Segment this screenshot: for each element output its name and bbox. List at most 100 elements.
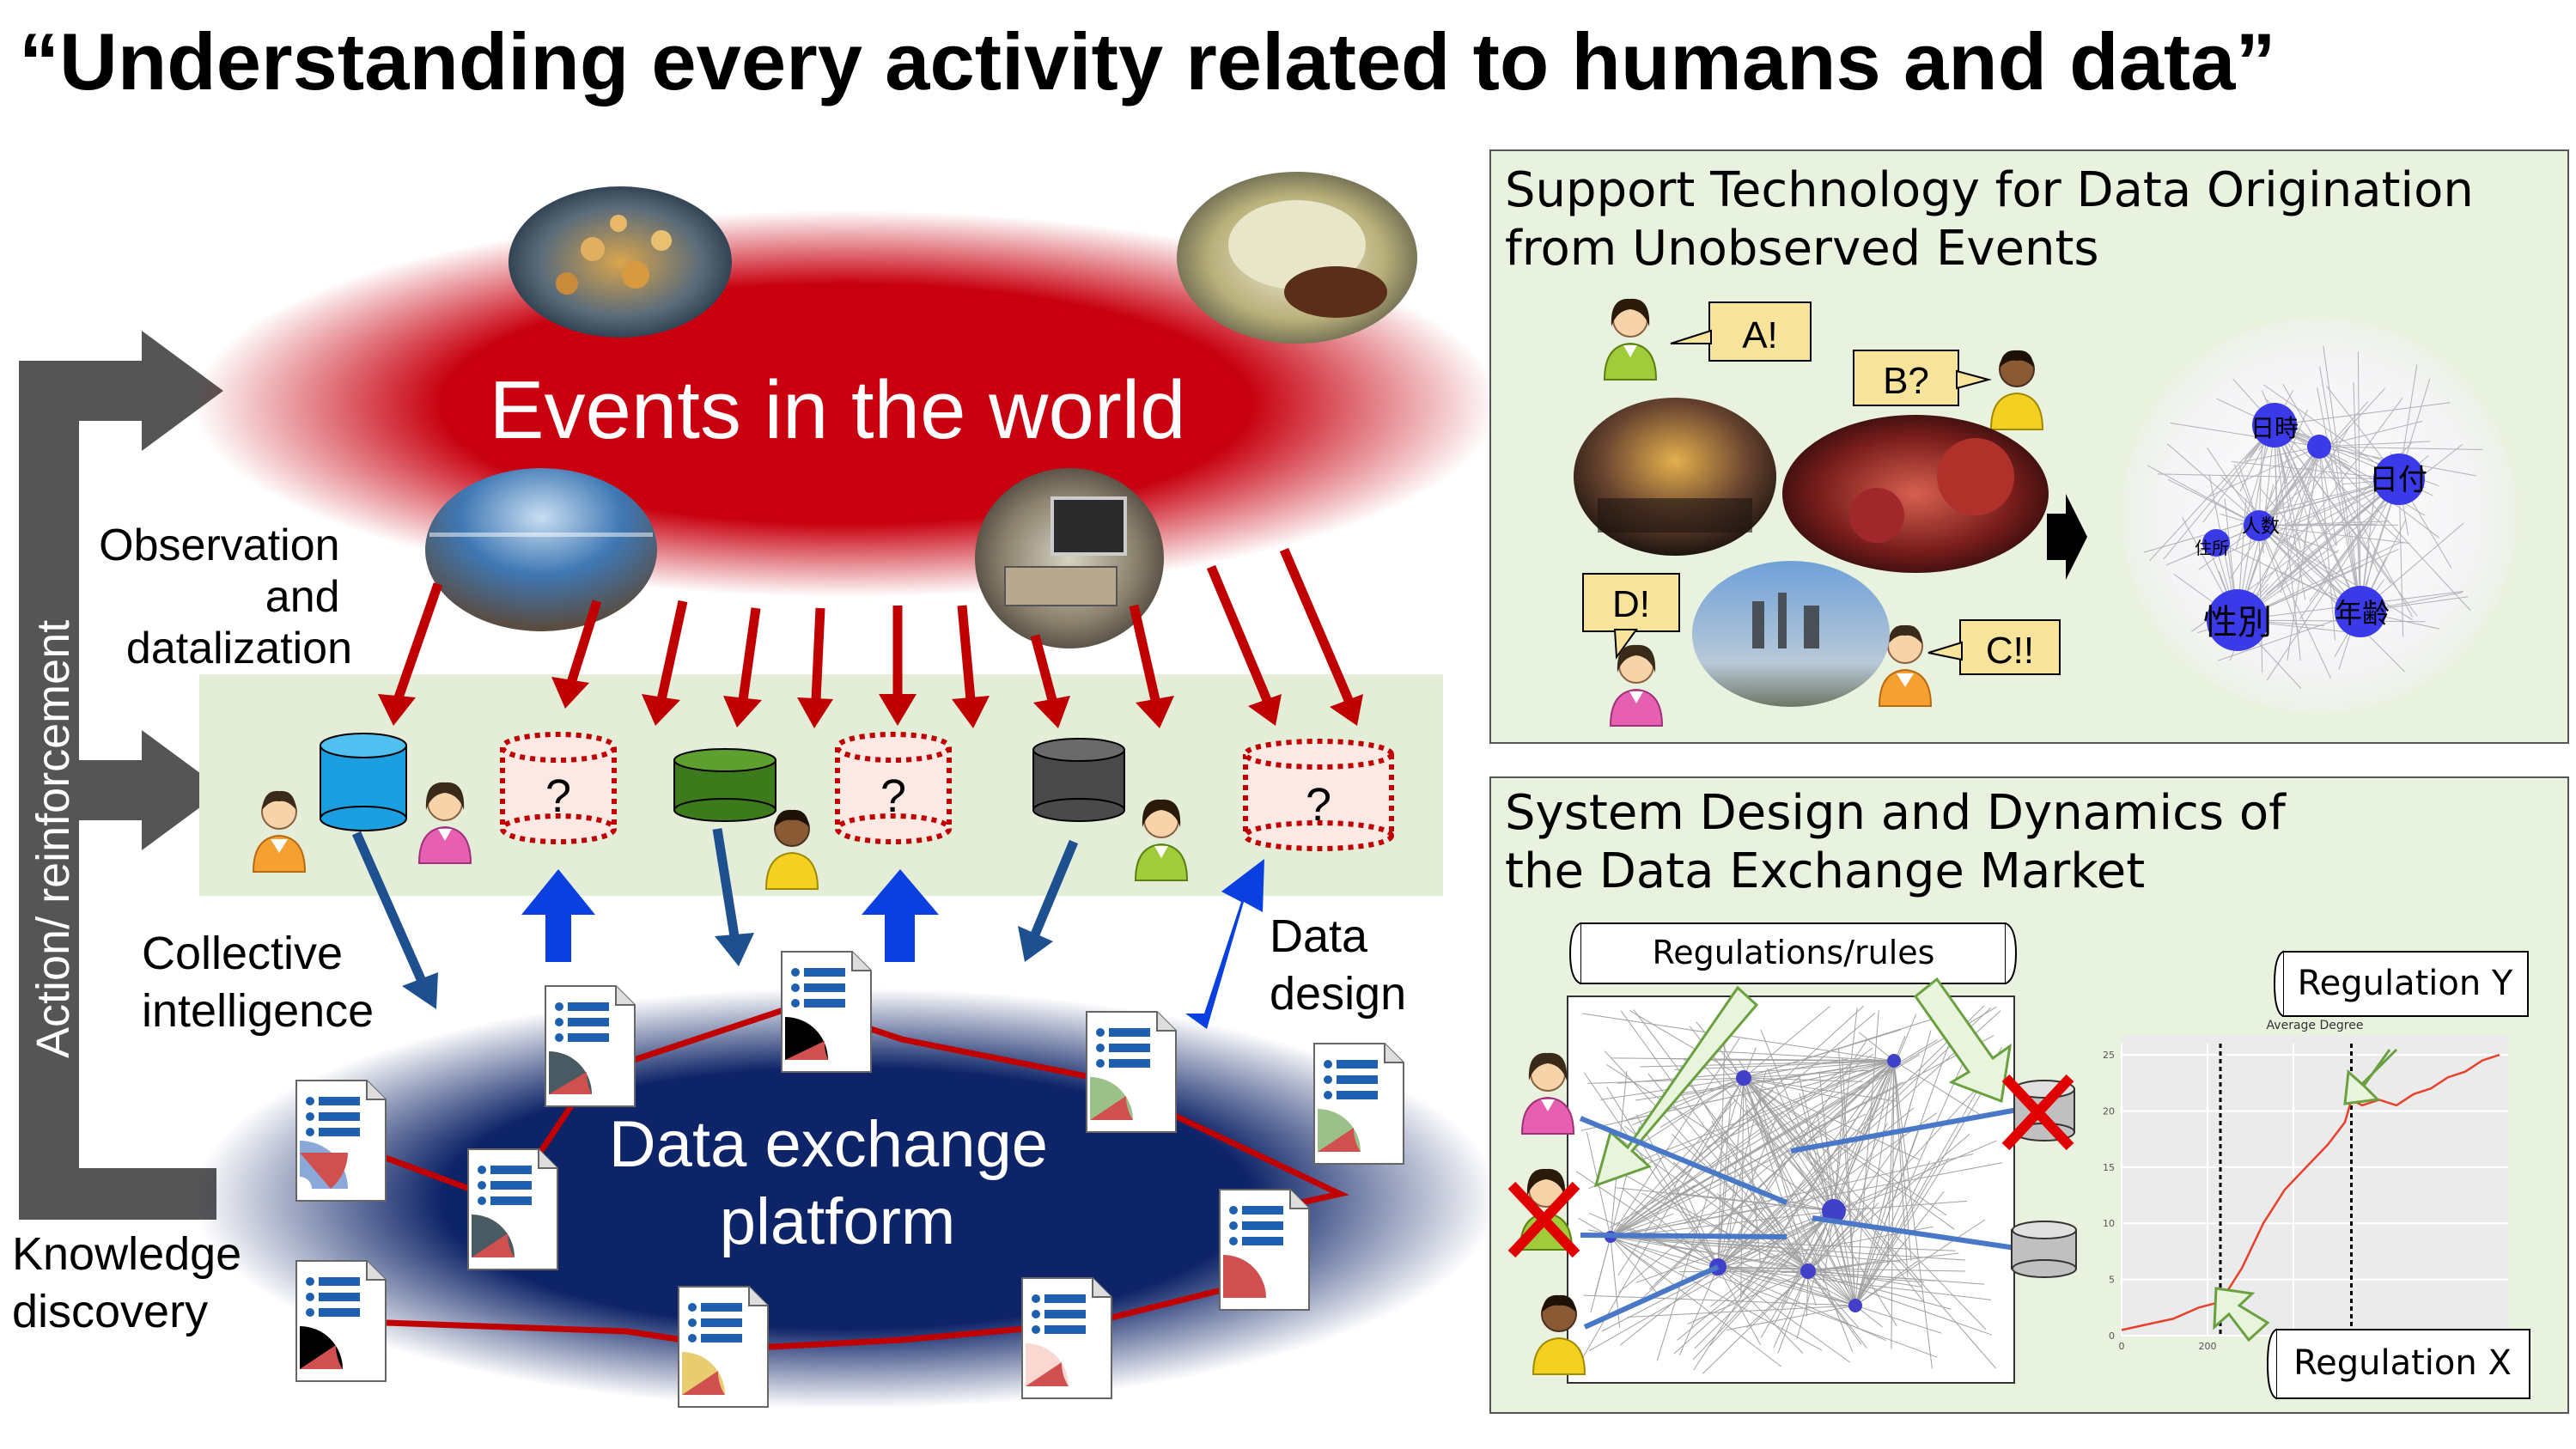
market-edge — [1587, 1077, 1745, 1084]
network-edge — [2274, 402, 2451, 426]
market-edge — [1641, 1192, 1809, 1272]
crowd-photo — [1574, 398, 1776, 556]
market-edge — [1683, 1059, 1895, 1062]
network-edge — [2353, 381, 2361, 612]
market-edge — [1694, 1210, 1835, 1349]
x-tick-label: 0 — [2119, 1341, 2125, 1352]
scroll-regulation-y: Regulation Y — [2273, 951, 2529, 1017]
network-edge — [2258, 524, 2399, 527]
collective-intelligence-label: Collective intelligence — [142, 928, 374, 1037]
market-edge — [1679, 1066, 1809, 1272]
network-edge — [2170, 423, 2320, 447]
market-edge — [1807, 1270, 1860, 1329]
market-edge — [1798, 1074, 1856, 1306]
network-edge — [2258, 409, 2308, 527]
market-edge — [1696, 1021, 1745, 1079]
market-edge — [1796, 1210, 1835, 1340]
action-reinforcement-arrow — [19, 331, 223, 1220]
market-edge — [1743, 1077, 1955, 1230]
market-edge — [1760, 1029, 1835, 1212]
svg-text:年齢: 年齢 — [2335, 597, 2390, 630]
document-icon — [467, 1148, 558, 1270]
market-edge — [1854, 1305, 1942, 1334]
document-icon — [295, 1080, 387, 1202]
network-edge — [2258, 525, 2332, 679]
market-edge — [1717, 1222, 1823, 1268]
knowledge-discovery-label: Knowledge discovery — [12, 1228, 254, 1337]
regulation-arrow-icon — [2213, 1287, 2270, 1342]
market-edge — [1610, 1035, 1994, 1238]
market-edge — [1590, 1236, 1611, 1313]
market-edge — [1702, 1050, 1895, 1062]
network-edge — [2258, 521, 2390, 527]
data-design-label: Data design — [1270, 910, 1406, 1020]
market-edge — [1617, 1060, 1895, 1084]
network-edge — [2237, 444, 2463, 621]
network-edge — [2276, 478, 2400, 588]
network-edge — [2318, 446, 2337, 545]
market-edge — [1833, 1014, 1917, 1212]
database-gray — [2011, 1221, 2077, 1278]
svg-text:Regulations/rules: Regulations/rules — [1653, 934, 1935, 971]
svg-text:人数: 人数 — [2242, 516, 2280, 538]
market-edge — [1672, 1161, 1856, 1306]
market-edge — [1807, 1270, 1985, 1285]
network-edge — [2283, 448, 2361, 612]
network-edge — [2317, 387, 2361, 612]
unknown-mark: ? — [545, 770, 571, 822]
market-edge — [1684, 1060, 1895, 1225]
market-edge — [1807, 1123, 1888, 1272]
market-edge — [1854, 1070, 1995, 1306]
market-edge — [1743, 1077, 1863, 1082]
document-icon — [1086, 1011, 1177, 1133]
dark-blue-arrows — [351, 828, 1079, 1009]
network-edge — [2262, 384, 2400, 480]
network-edge — [2231, 460, 2400, 480]
market-edge — [1618, 1060, 1895, 1294]
svg-text:住所: 住所 — [2195, 538, 2229, 558]
database-blue — [320, 733, 407, 831]
market-edge — [1724, 1264, 1856, 1306]
network-edge — [2167, 478, 2260, 527]
market-edge — [1721, 1043, 1856, 1306]
market-edge — [1610, 1236, 1660, 1297]
document-icon — [1219, 1189, 1310, 1311]
speech-bubble-d: D! — [1582, 573, 1680, 660]
market-edge — [1854, 1022, 1958, 1306]
market-edge — [1622, 1188, 1719, 1268]
network-edge — [2323, 345, 2361, 612]
y-tick-label: 25 — [2103, 1050, 2115, 1061]
market-edge — [1610, 1154, 1974, 1238]
market-edge — [1807, 1270, 1952, 1310]
market-edge — [1709, 1210, 1835, 1347]
market-edge — [1610, 1236, 1823, 1351]
market-edge — [1610, 1162, 2002, 1238]
market-edge — [1610, 1099, 1737, 1238]
market-edge — [1610, 1047, 1873, 1238]
market-edge — [1854, 1239, 1908, 1306]
market-edge — [1689, 1026, 1835, 1212]
market-edge — [1807, 1089, 1976, 1272]
market-edge — [1807, 1270, 1867, 1349]
market-edge — [1743, 1015, 1941, 1079]
document-icon — [1021, 1277, 1112, 1399]
platform-links — [342, 1002, 1349, 1352]
svg-text:A!: A! — [1742, 314, 1778, 356]
market-edge — [1739, 1060, 1895, 1296]
market-edge — [1717, 1266, 1850, 1363]
unknown-mark: ? — [880, 770, 906, 822]
market-edge — [1743, 1077, 1923, 1289]
market-edge — [1617, 1239, 1856, 1306]
scroll-regulation-x: Regulation X — [2266, 1329, 2530, 1399]
svg-text:日時: 日時 — [2250, 414, 2299, 442]
svg-text:Regulation X: Regulation X — [2293, 1343, 2512, 1383]
market-edge — [1740, 1077, 1745, 1298]
market-edge — [1717, 1266, 1886, 1342]
excluded-x-icon — [2001, 1074, 2074, 1151]
network-edge — [2244, 446, 2320, 462]
network-edge — [2318, 446, 2413, 618]
platform-label: Data exchange platform — [609, 1108, 1066, 1258]
aquarium-photo — [509, 186, 732, 338]
x-tick-label: 200 — [2199, 1341, 2217, 1352]
unknown-mark: ? — [1306, 779, 1331, 831]
